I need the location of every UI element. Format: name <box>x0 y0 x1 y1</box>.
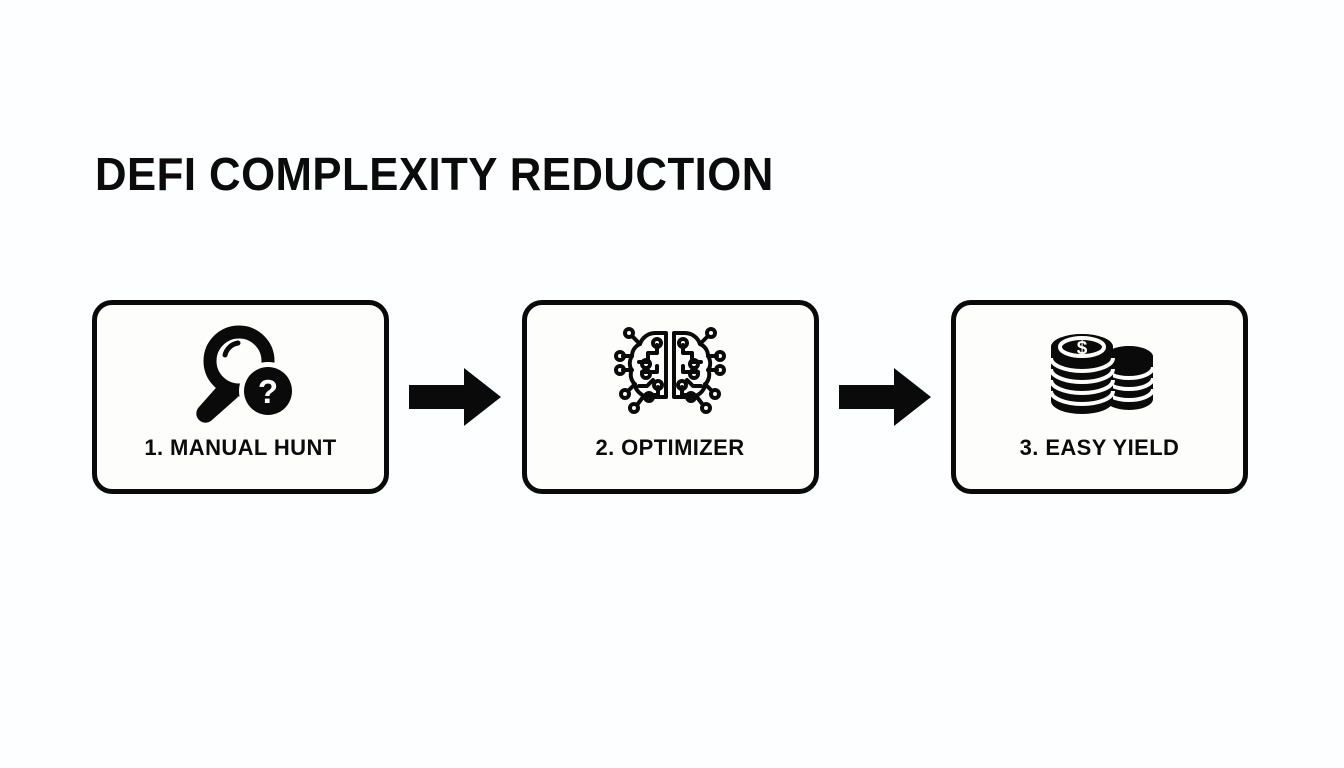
arrow-right-icon <box>407 366 503 428</box>
magnifier-question-icon: ? <box>181 321 301 425</box>
step-card-easy-yield[interactable]: $ 3. EASY YIELD <box>951 300 1248 494</box>
step-card-manual-hunt[interactable]: ? 1. MANUAL HUNT <box>92 300 389 494</box>
page-title: DEFI COMPLEXITY REDUCTION <box>95 148 774 200</box>
arrow-right-icon <box>837 366 933 428</box>
step-card-optimizer[interactable]: 2. OPTIMIZER <box>521 300 819 494</box>
svg-text:?: ? <box>257 373 277 410</box>
step-card-label: 3. EASY YIELD <box>1019 435 1180 460</box>
svg-text:$: $ <box>1076 338 1087 359</box>
process-flow: ? 1. MANUAL HUNT <box>92 300 1248 494</box>
ai-brain-circuit-icon <box>610 321 730 425</box>
step-card-label: 1. MANUAL HUNT <box>144 435 337 460</box>
coin-stack-dollar-icon: $ <box>1040 321 1160 425</box>
step-card-label: 2. OPTIMIZER <box>595 435 745 460</box>
